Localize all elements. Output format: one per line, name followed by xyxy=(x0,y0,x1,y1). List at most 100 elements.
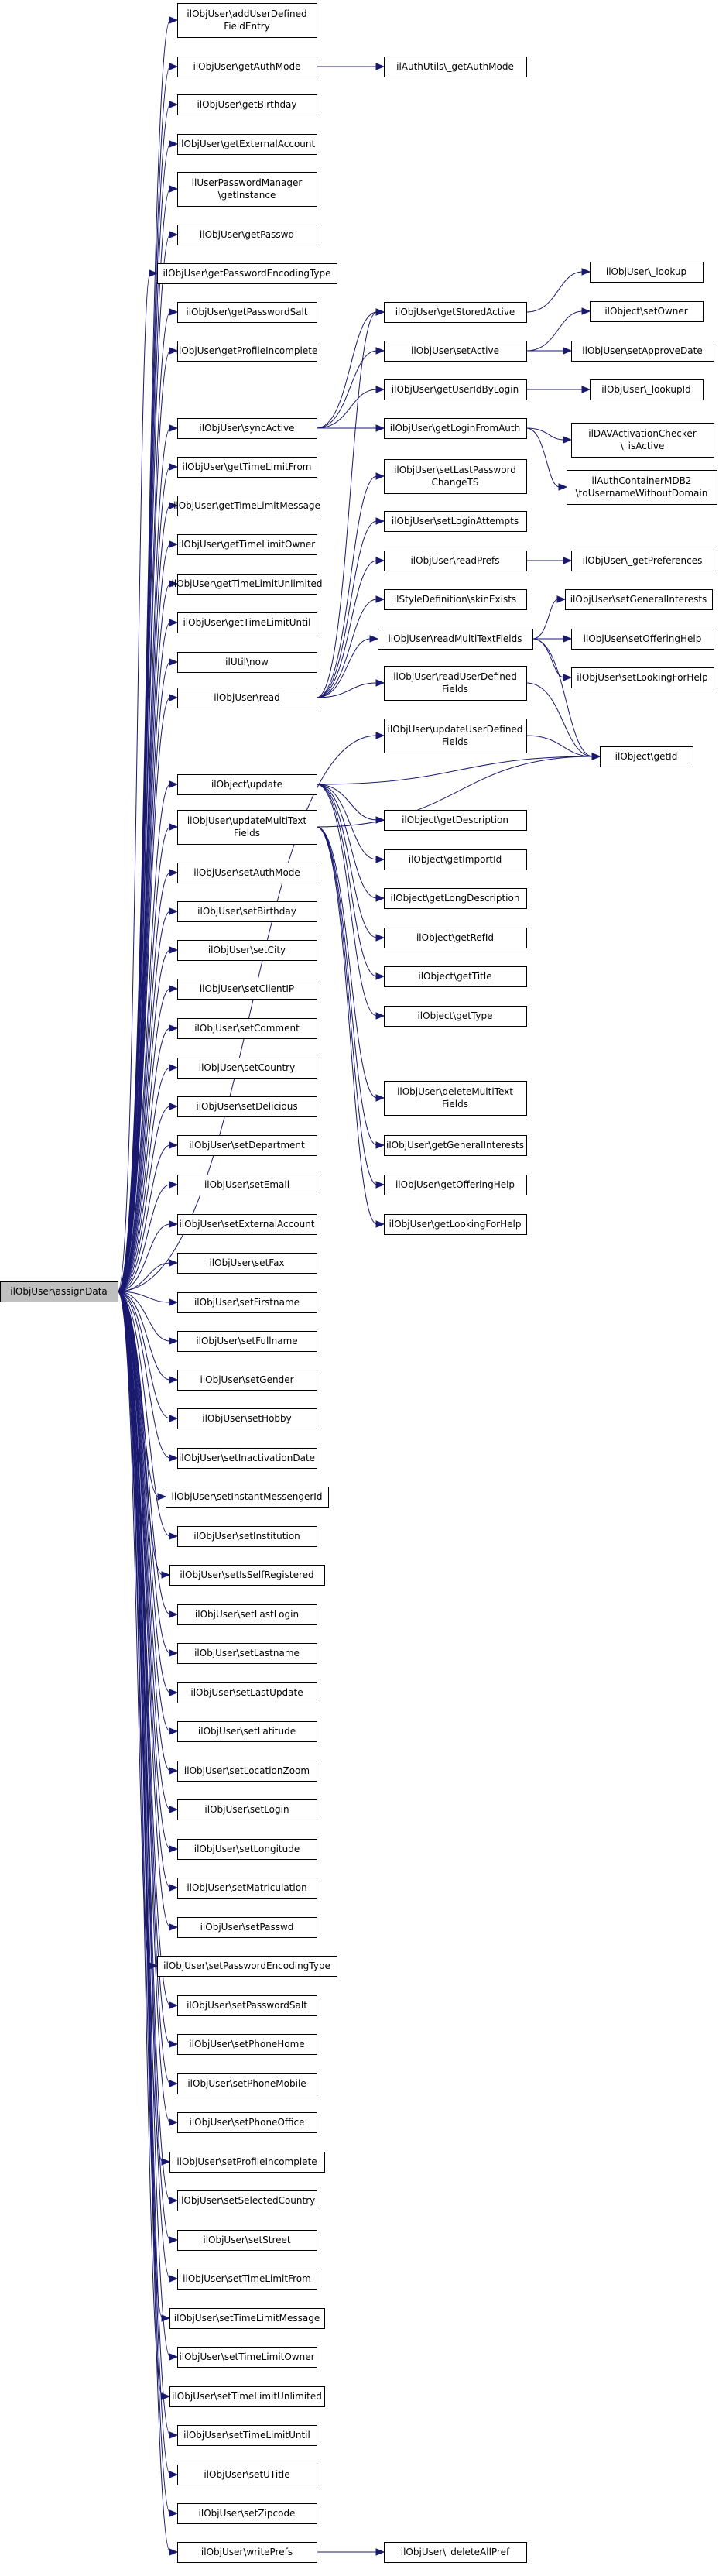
node-setPasswordSalt[interactable]: ilObjUser\setPasswordSalt xyxy=(177,1995,317,2016)
node-setOwner[interactable]: ilObject\setOwner xyxy=(590,301,704,322)
node-setLatitude[interactable]: ilObjUser\setLatitude xyxy=(177,1721,317,1742)
node-setGender[interactable]: ilObjUser\setGender xyxy=(177,1370,317,1391)
node-getImportId[interactable]: ilObject\getImportId xyxy=(384,849,527,870)
node-setPhoneOffice[interactable]: ilObjUser\setPhoneOffice xyxy=(177,2112,317,2133)
node-setPhoneMobile[interactable]: ilObjUser\setPhoneMobile xyxy=(177,2073,317,2094)
node-setHobby[interactable]: ilObjUser\setHobby xyxy=(177,1408,317,1429)
node-label: ilObjUser\_deleteAllPref xyxy=(401,2547,510,2557)
node-setIsSelfRegistered[interactable]: ilObjUser\setIsSelfRegistered xyxy=(169,1565,325,1586)
node-setOfferingHelp[interactable]: ilObjUser\setOfferingHelp xyxy=(571,629,714,650)
node-setLastname[interactable]: ilObjUser\setLastname xyxy=(177,1643,317,1664)
node-setProfileIncomplete[interactable]: ilObjUser\setProfileIncomplete xyxy=(169,2152,325,2173)
node-setLastLogin[interactable]: ilObjUser\setLastLogin xyxy=(177,1604,317,1625)
node-syncActive[interactable]: ilObjUser\syncActive xyxy=(177,418,317,439)
node-setZipcode[interactable]: ilObjUser\setZipcode xyxy=(177,2503,317,2524)
node-getProfileIncomplete[interactable]: ilObjUser\getProfileIncomplete xyxy=(176,341,318,362)
node-getLongDescription[interactable]: ilObject\getLongDescription xyxy=(384,888,527,909)
node-lookup[interactable]: ilObjUser\_lookup xyxy=(590,262,704,283)
node-setBirthday[interactable]: ilObjUser\setBirthday xyxy=(177,901,317,922)
node-readPrefs[interactable]: ilObjUser\readPrefs xyxy=(384,551,527,571)
node-getTimeLimitOwner[interactable]: ilObjUser\getTimeLimitOwner xyxy=(177,534,317,555)
node-setEmail[interactable]: ilObjUser\setEmail xyxy=(177,1175,317,1195)
node-setFirstname[interactable]: ilObjUser\setFirstname xyxy=(177,1292,317,1313)
node-setFax[interactable]: ilObjUser\setFax xyxy=(177,1253,317,1274)
node-getStoredActive[interactable]: ilObjUser\getStoredActive xyxy=(384,302,527,323)
node-getOfferingHelp[interactable]: ilObjUser\getOfferingHelp xyxy=(384,1175,527,1195)
node-setCity[interactable]: ilObjUser\setCity xyxy=(177,940,317,961)
node-setTimeLimitUntil[interactable]: ilObjUser\setTimeLimitUntil xyxy=(177,2425,317,2446)
node-setActive[interactable]: ilObjUser\setActive xyxy=(384,341,527,362)
node-toUsernameWithoutDomain[interactable]: ilAuthContainerMDB2\toUsernameWithoutDom… xyxy=(567,470,717,505)
node-setLoginAttempts[interactable]: ilObjUser\setLoginAttempts xyxy=(384,511,527,532)
node-getLookingForHelp[interactable]: ilObjUser\getLookingForHelp xyxy=(384,1214,527,1235)
node-setFullname[interactable]: ilObjUser\setFullname xyxy=(177,1331,317,1352)
node-setTimeLimitMessage[interactable]: ilObjUser\setTimeLimitMessage xyxy=(169,2308,325,2329)
node-setComment[interactable]: ilObjUser\setComment xyxy=(177,1018,317,1039)
edge-arrowhead xyxy=(375,472,385,480)
node-getType[interactable]: ilObject\getType xyxy=(384,1006,527,1027)
node-setUTitle[interactable]: ilObjUser\setUTitle xyxy=(177,2465,317,2485)
node-setInstitution[interactable]: ilObjUser\setInstitution xyxy=(177,1526,317,1547)
node-getTimeLimitUnlimited[interactable]: ilObjUser\getTimeLimitUnlimited xyxy=(171,574,323,595)
node-getPreferences[interactable]: ilObjUser\_getPreferences xyxy=(571,551,714,571)
node-setLogin[interactable]: ilObjUser\setLogin xyxy=(177,1799,317,1820)
node-setPhoneHome[interactable]: ilObjUser\setPhoneHome xyxy=(177,2034,317,2055)
node-setMatriculation[interactable]: ilObjUser\setMatriculation xyxy=(177,1878,317,1899)
node-root[interactable]: ilObjUser\assignData xyxy=(0,1281,118,1302)
node-setApproveDate[interactable]: ilObjUser\setApproveDate xyxy=(571,341,714,362)
node-getAuthMode[interactable]: ilObjUser\getAuthMode xyxy=(177,57,317,77)
node-getPasswordSalt[interactable]: ilObjUser\getPasswordSalt xyxy=(177,302,317,323)
node-getGeneralInterests[interactable]: ilObjUser\getGeneralInterests xyxy=(384,1135,527,1156)
node-setGeneralInterests[interactable]: ilObjUser\setGeneralInterests xyxy=(565,589,713,610)
node-setAuthMode[interactable]: ilObjUser\setAuthMode xyxy=(177,863,317,883)
node-lookupId[interactable]: ilObjUser\_lookupId xyxy=(590,379,704,400)
node-writePrefs[interactable]: ilObjUser\writePrefs xyxy=(177,2542,317,2563)
node-readMultiTextFields[interactable]: ilObjUser\readMultiTextFields xyxy=(378,629,533,650)
node-getTitle[interactable]: ilObject\getTitle xyxy=(384,966,527,987)
node-getExternalAccount[interactable]: ilObjUser\getExternalAccount xyxy=(177,134,317,155)
node-objectUpdate[interactable]: ilObject\update xyxy=(177,774,317,795)
node-setInstantMessengerId[interactable]: ilObjUser\setInstantMessengerId xyxy=(166,1487,329,1508)
node-utilNow[interactable]: ilUtil\now xyxy=(177,652,317,673)
node-getUserIdByLogin[interactable]: ilObjUser\getUserIdByLogin xyxy=(384,379,527,400)
node-setTimeLimitUnlimited[interactable]: ilObjUser\setTimeLimitUnlimited xyxy=(169,2386,325,2407)
node-authUtilsGetAuthMode[interactable]: ilAuthUtils\_getAuthMode xyxy=(384,57,527,77)
node-setCountry[interactable]: ilObjUser\setCountry xyxy=(177,1058,317,1079)
node-getBirthday[interactable]: ilObjUser\getBirthday xyxy=(177,94,317,115)
node-setPasswordEncodingType[interactable]: ilObjUser\setPasswordEncodingType xyxy=(157,1956,337,1977)
node-setStreet[interactable]: ilObjUser\setStreet xyxy=(177,2230,317,2251)
node-getTimeLimitUntil[interactable]: ilObjUser\getTimeLimitUntil xyxy=(177,612,317,633)
node-setTimeLimitFrom[interactable]: ilObjUser\setTimeLimitFrom xyxy=(177,2269,317,2290)
node-getRefId[interactable]: ilObject\getRefId xyxy=(384,928,527,948)
node-getTimeLimitFrom[interactable]: ilObjUser\getTimeLimitFrom xyxy=(177,457,317,478)
node-pwManagerGetInstance[interactable]: ilUserPasswordManager\getInstance xyxy=(177,172,317,207)
node-setDepartment[interactable]: ilObjUser\setDepartment xyxy=(177,1135,317,1156)
node-deleteAllPref[interactable]: ilObjUser\_deleteAllPref xyxy=(384,2542,527,2563)
node-setLookingForHelp[interactable]: ilObjUser\setLookingForHelp xyxy=(571,667,714,688)
node-setLongitude[interactable]: ilObjUser\setLongitude xyxy=(177,1839,317,1860)
node-getId[interactable]: ilObject\getId xyxy=(600,746,693,767)
node-setTimeLimitOwner[interactable]: ilObjUser\setTimeLimitOwner xyxy=(177,2347,317,2368)
node-read[interactable]: ilObjUser\read xyxy=(177,688,317,708)
node-getLoginFromAuth[interactable]: ilObjUser\getLoginFromAuth xyxy=(384,418,527,439)
node-setPasswd[interactable]: ilObjUser\setPasswd xyxy=(177,1917,317,1938)
node-getPasswordEncodingType[interactable]: ilObjUser\getPasswordEncodingType xyxy=(157,263,337,284)
node-setClientIP[interactable]: ilObjUser\setClientIP xyxy=(177,979,317,1000)
node-setExternalAccount[interactable]: ilObjUser\setExternalAccount xyxy=(177,1214,317,1235)
node-getDescription[interactable]: ilObject\getDescription xyxy=(384,810,527,831)
node-skinExists[interactable]: ilStyleDefinition\skinExists xyxy=(384,589,527,610)
node-setLastUpdate[interactable]: ilObjUser\setLastUpdate xyxy=(177,1682,317,1703)
node-setSelectedCountry[interactable]: ilObjUser\setSelectedCountry xyxy=(177,2190,317,2211)
node-davIsActive[interactable]: ilDAVActivationChecker\_isActive xyxy=(571,423,714,458)
node-getPasswd[interactable]: ilObjUser\getPasswd xyxy=(177,225,317,245)
node-setDelicious[interactable]: ilObjUser\setDelicious xyxy=(177,1096,317,1117)
node-setInactivationDate[interactable]: ilObjUser\setInactivationDate xyxy=(177,1448,317,1469)
node-getTimeLimitMessage[interactable]: ilObjUser\getTimeLimitMessage xyxy=(173,496,320,516)
node-setLocationZoom[interactable]: ilObjUser\setLocationZoom xyxy=(177,1761,317,1782)
